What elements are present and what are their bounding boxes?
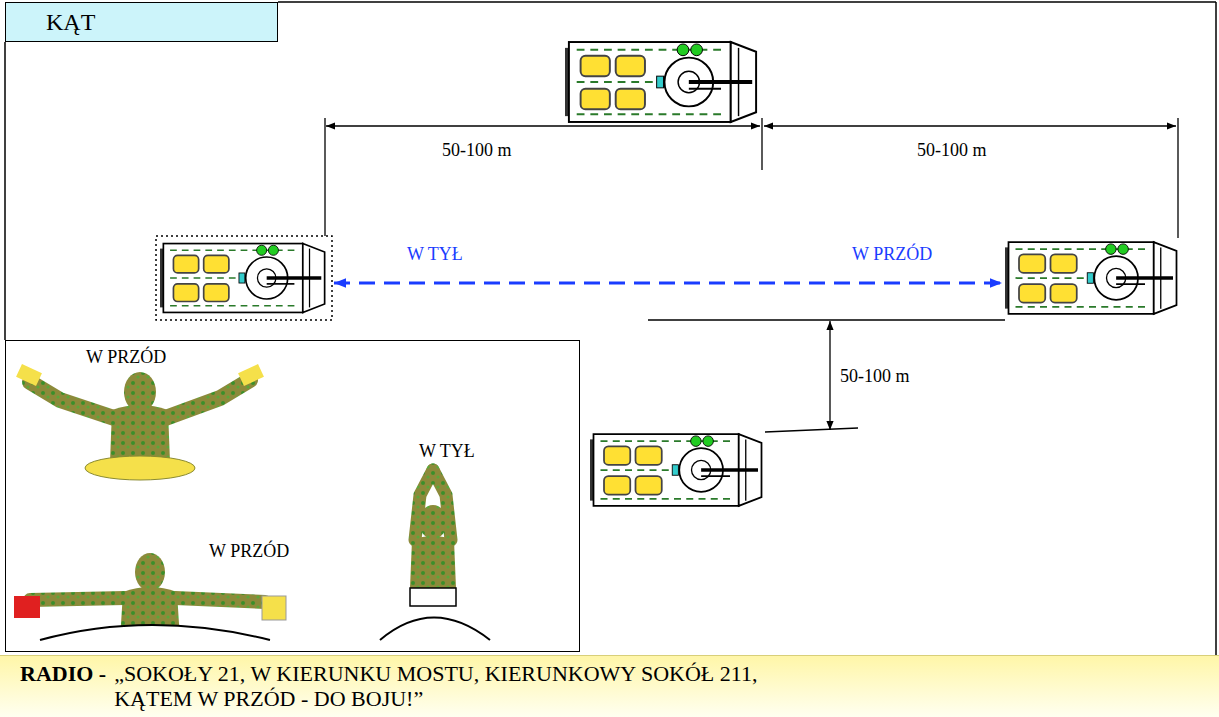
title-box: KĄT [5, 2, 278, 42]
signal-inset: W PRZÓD W TYŁ W PRZÓD [5, 340, 580, 652]
frame [5, 2, 1216, 655]
title-text: KĄT [6, 9, 95, 36]
signal-label: W TYŁ [419, 441, 475, 462]
radio-message: „SOKOŁY 21, W KIERUNKU MOSTU, KIERUNKOWY… [114, 661, 804, 712]
dimension-label: 50-100 m [915, 140, 989, 161]
move-arrow [334, 282, 1002, 285]
signal-figure [14, 553, 286, 640]
tank-icon [565, 42, 756, 122]
tank-icon [160, 244, 325, 313]
radio-prefix: RADIO - [20, 661, 106, 686]
signal-label: W PRZÓD [209, 541, 289, 562]
direction-label: W PRZÓD [850, 244, 934, 265]
dimension-label: 50-100 m [838, 366, 912, 387]
tank-icon [1005, 242, 1177, 314]
dimension-lines [325, 118, 1178, 432]
dimension-label: 50-100 m [440, 140, 514, 161]
signal-figure [16, 364, 264, 480]
signal-label: W PRZÓD [86, 347, 166, 368]
radio-band: RADIO - „SOKOŁY 21, W KIERUNKU MOSTU, KIE… [0, 655, 1219, 717]
direction-label: W TYŁ [405, 244, 465, 265]
tank-icon [590, 434, 762, 506]
tank-outline [156, 236, 332, 320]
signal-figure [380, 470, 490, 640]
